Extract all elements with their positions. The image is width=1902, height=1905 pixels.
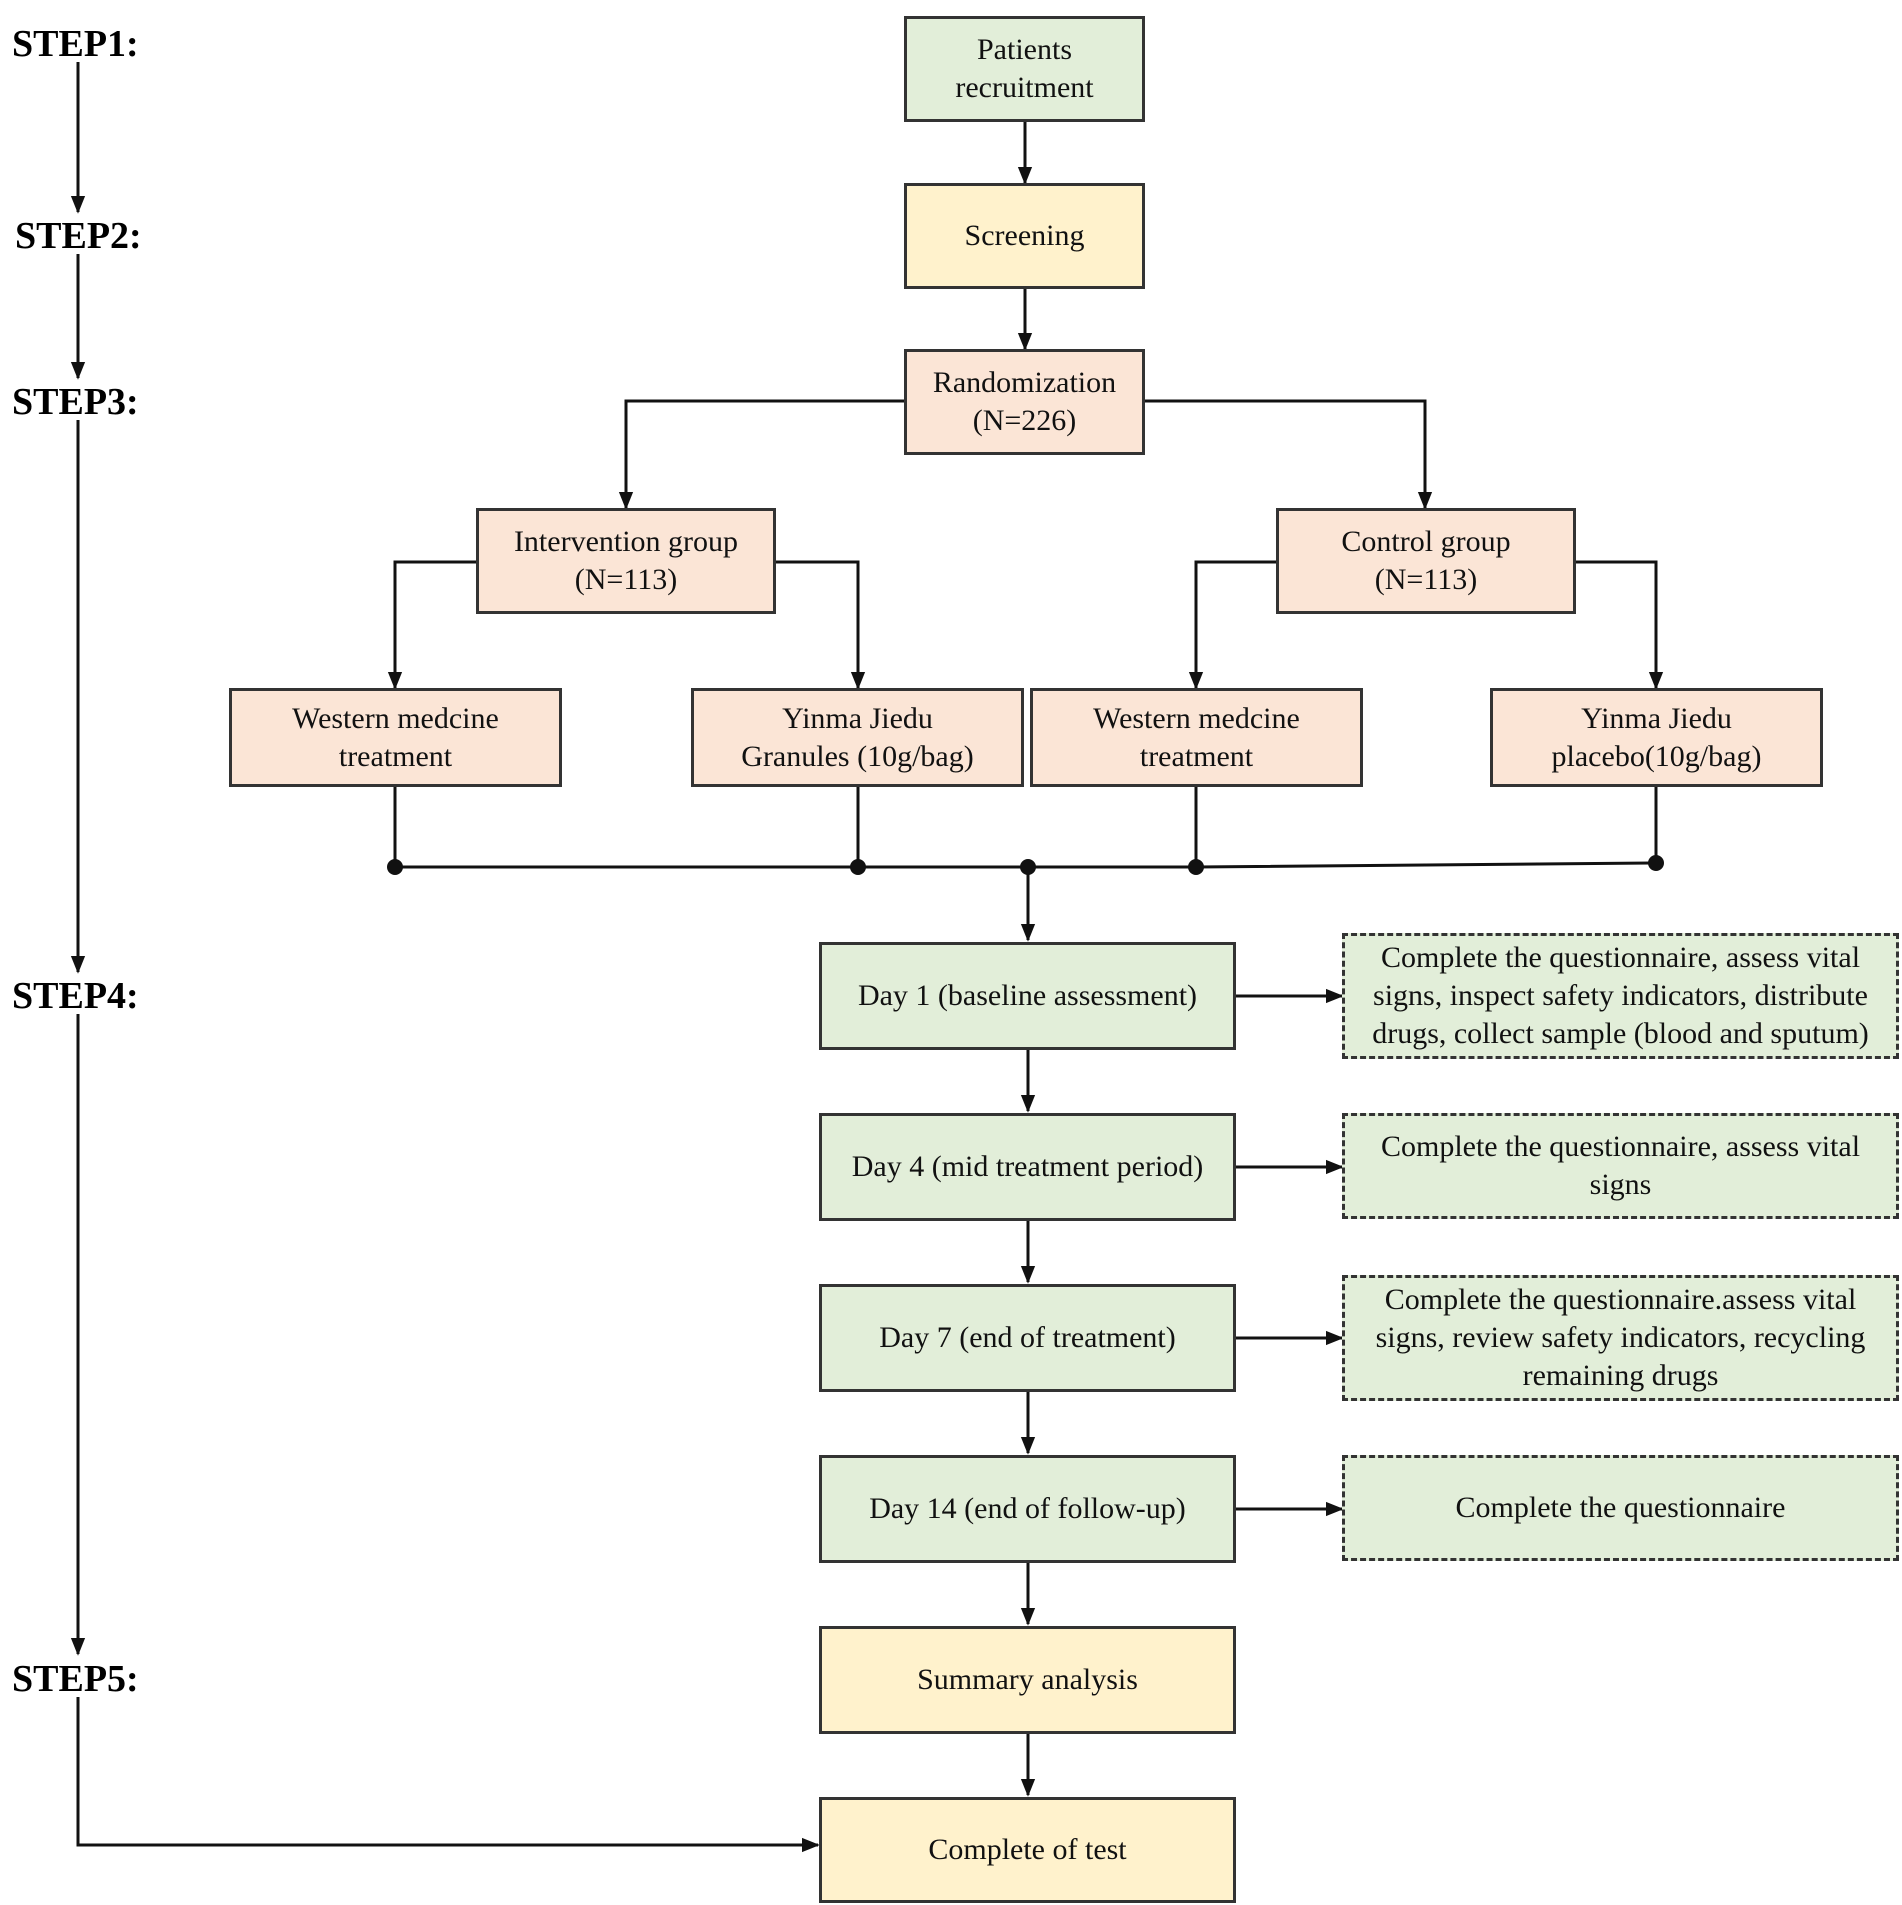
intervention-to-granules-arrow [775,560,866,690]
western-left-line-2: treatment [338,739,453,773]
complete-label: Complete of test [928,1833,1127,1866]
summary-analysis-box: Summary analysis [819,1626,1236,1734]
recruitment-line-1: Patients [977,33,1072,66]
day14-note-line-1: Complete the questionnaire [1455,1491,1786,1524]
control-to-western-right-arrow [1188,560,1276,690]
western-right-line-1: Western medcine [1093,701,1300,735]
day1-label: Day 1 (baseline assessment) [857,979,1198,1012]
complete-of-test-box: Complete of test [819,1797,1236,1903]
day7-box: Day 7 (end of treatment) [819,1284,1236,1392]
control-to-placebo-arrow [1575,560,1664,690]
randomization-line-2: (N=226) [972,404,1077,437]
merge-dot-placebo [1648,855,1664,871]
day1-box: Day 1 (baseline assessment) [819,942,1236,1050]
western-medicine-right-box: Western medcine treatment [1030,688,1363,787]
day14-note-box: Complete the questionnaire [1342,1455,1899,1561]
step2-label: STEP2: [15,215,142,257]
day4-note-line-2: signs [1589,1168,1652,1201]
merge-dot-western-left [387,859,403,875]
placebo-line-2: placebo(10g/bag) [1551,739,1762,773]
day1-note-box: Complete the questionnaire, assess vital… [1342,933,1899,1059]
step5-to-complete-arrow [76,1697,820,1853]
step4-label: STEP4: [12,975,139,1017]
step5-label: STEP5: [12,1658,139,1700]
intervention-line-1: Intervention group [513,525,739,558]
day4-note-box: Complete the questionnaire, assess vital… [1342,1113,1899,1219]
screening-label: Screening [964,219,1085,252]
day7-note-box: Complete the questionnaire.assess vital … [1342,1275,1899,1401]
day4-note-line-1: Complete the questionnaire, assess vital [1380,1130,1861,1163]
step3-label: STEP3: [12,381,139,423]
control-line-2: (N=113) [1374,563,1478,596]
granules-line-1: Yinma Jiedu [782,701,933,735]
yinma-placebo-box: Yinma Jiedu placebo(10g/bag) [1490,688,1823,787]
recruitment-box: Patients recruitment [904,16,1145,122]
day7-note-line-3: remaining drugs [1522,1359,1719,1392]
intervention-to-western-left-arrow [387,560,476,690]
randomization-box: Randomization (N=226) [904,349,1145,455]
day7-note-line-1: Complete the questionnaire.assess vital [1384,1283,1857,1316]
yinma-granules-box: Yinma Jiedu Granules (10g/bag) [691,688,1024,787]
control-group-box: Control group (N=113) [1276,508,1576,614]
day1-note-line-3: drugs, collect sample (blood and sputum) [1372,1017,1869,1050]
day14-box: Day 14 (end of follow-up) [819,1455,1236,1563]
day1-note-line-2: signs, inspect safety indicators, distri… [1373,979,1868,1012]
intervention-group-box: Intervention group (N=113) [476,508,776,614]
control-line-1: Control group [1341,525,1511,558]
merge-dot-center [1020,859,1036,875]
granules-line-2: Granules (10g/bag) [741,739,974,773]
screening-box: Screening [904,183,1145,289]
western-left-line-1: Western medcine [292,701,499,735]
summary-label: Summary analysis [917,1663,1138,1696]
merge-dot-granules [850,859,866,875]
western-medicine-left-box: Western medcine treatment [229,688,562,787]
step1-label: STEP1: [12,23,139,65]
western-right-line-2: treatment [1139,739,1254,773]
day7-note-line-2: signs, review safety indicators, recycli… [1375,1321,1866,1354]
recruitment-line-2: recruitment [955,71,1094,104]
randomization-line-1: Randomization [932,366,1117,399]
day4-box: Day 4 (mid treatment period) [819,1113,1236,1221]
randomization-to-control-arrow [1145,399,1433,510]
randomization-to-intervention-arrow [618,399,904,510]
intervention-line-2: (N=113) [574,563,678,596]
merge-dot-western-right [1188,859,1204,875]
day7-label: Day 7 (end of treatment) [879,1321,1176,1354]
placebo-line-1: Yinma Jiedu [1581,701,1732,735]
day14-label: Day 14 (end of follow-up) [869,1492,1186,1525]
day4-label: Day 4 (mid treatment period) [851,1150,1204,1183]
day1-note-line-1: Complete the questionnaire, assess vital [1380,941,1861,974]
